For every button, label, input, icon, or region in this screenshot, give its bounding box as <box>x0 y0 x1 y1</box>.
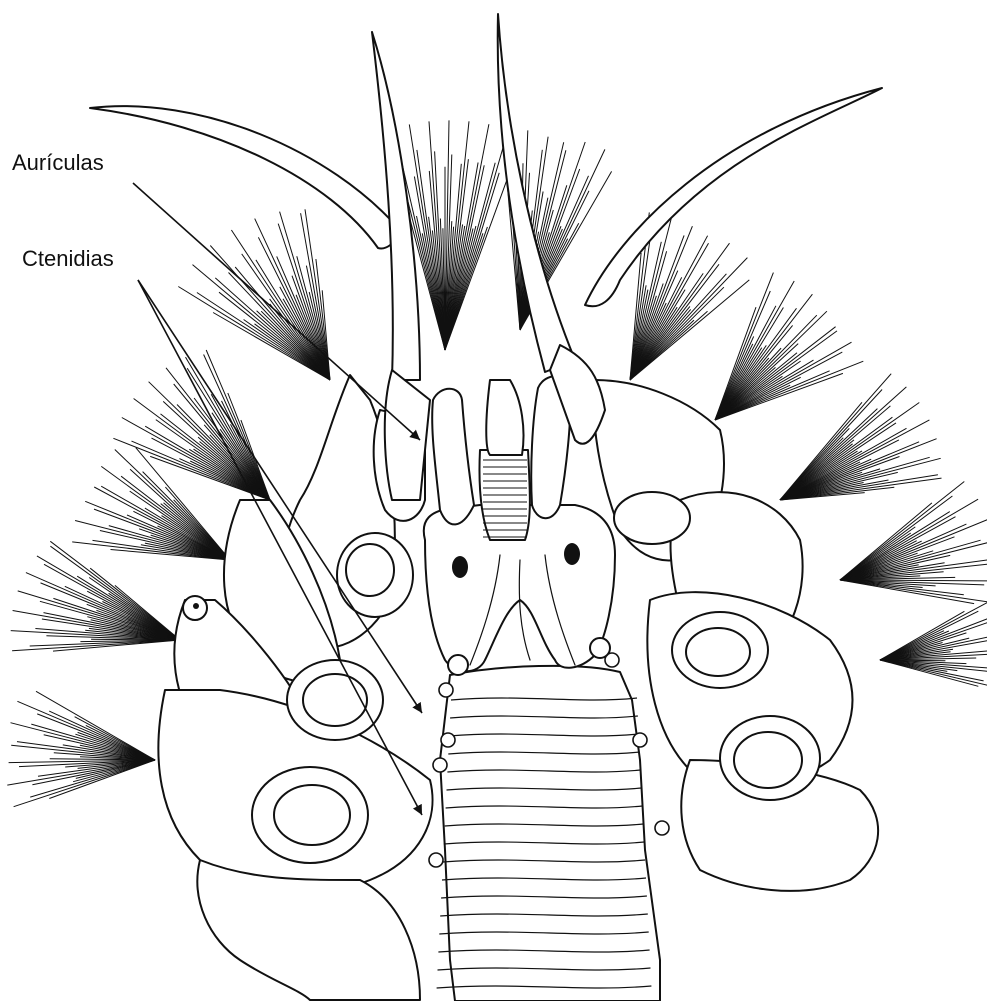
right-nuchal-tubercle <box>590 638 610 658</box>
left-auricula <box>432 389 474 525</box>
chaeta-line <box>186 357 271 500</box>
trunk-tubercle <box>433 758 447 772</box>
chaeta-line <box>50 546 180 640</box>
trunk-tubercle <box>429 853 443 867</box>
left-cirrus-inner-3 <box>274 785 350 845</box>
left-cirrus-inner-1 <box>346 544 394 596</box>
ctenidias-label: Ctenidias <box>22 248 114 270</box>
left-eye <box>452 556 468 578</box>
chaeta-line <box>780 390 882 501</box>
right-cirrus-1 <box>614 492 690 544</box>
right-cirrus-inner-3 <box>734 732 802 788</box>
trunk-tubercle <box>439 683 453 697</box>
chaeta-line <box>630 243 730 380</box>
chaeta-line <box>14 760 155 807</box>
chaeta-line <box>780 442 919 500</box>
right-lateral-antenna <box>585 88 882 306</box>
right-median-antenna <box>498 14 575 372</box>
left-nuchal-tubercle <box>448 655 468 675</box>
chaeta-line <box>417 150 445 350</box>
chaeta-line <box>630 280 749 380</box>
trunk-tubercle <box>441 733 455 747</box>
chaeta-line <box>163 401 270 500</box>
chaeta-line <box>101 466 230 560</box>
trunk-tubercle <box>633 733 647 747</box>
left-median-antenna <box>372 32 420 380</box>
right-eye <box>564 543 580 565</box>
chaeta-line <box>178 287 330 381</box>
chaeta-line <box>177 405 270 501</box>
chaeta-line <box>32 760 155 785</box>
left-parapodium-5 <box>197 860 420 1000</box>
body-trunk <box>429 653 669 1001</box>
left-lateral-antenna <box>90 106 400 248</box>
right-cirrus-inner-2 <box>686 628 750 676</box>
trunk-tubercle <box>655 821 669 835</box>
left-cirrus-inner-2 <box>303 674 367 726</box>
chaeta-line <box>149 382 270 500</box>
chaeta-line <box>780 428 907 500</box>
central-palp <box>486 380 523 455</box>
auriculas-label: Aurículas <box>12 152 104 174</box>
chaeta-line <box>780 417 892 500</box>
